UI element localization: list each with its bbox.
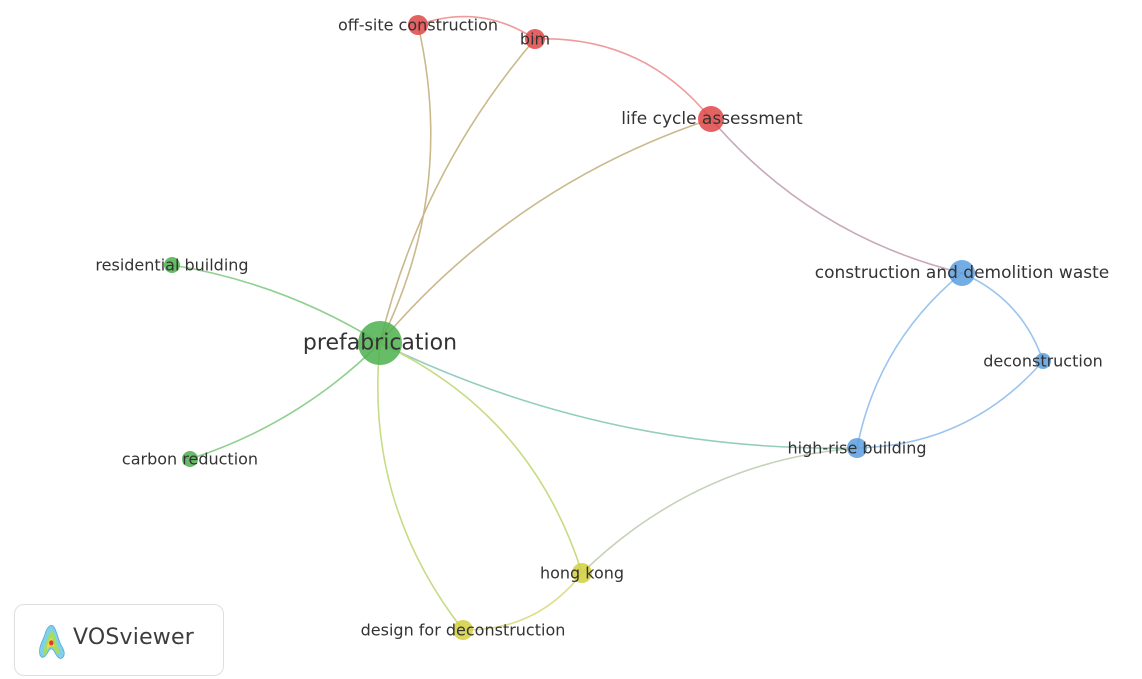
vosviewer-logo-icon (39, 625, 65, 659)
node-deconstruction[interactable] (1035, 353, 1051, 369)
node-construction-and-demolition-waste[interactable] (949, 260, 975, 286)
node-label-hong-kong[interactable]: hong kong (540, 564, 624, 583)
node-hong-kong[interactable] (572, 563, 592, 583)
node-label-residential-building[interactable]: residential building (95, 256, 248, 275)
link-prefabrication-hong-kong[interactable] (379, 342, 583, 574)
node-label-carbon-reduction[interactable]: carbon reduction (122, 450, 258, 469)
node-residential-building[interactable] (164, 257, 180, 273)
node-high-rise-building[interactable] (847, 438, 867, 458)
vosviewer-badge: VOSviewer (14, 604, 224, 676)
node-bim[interactable] (525, 29, 545, 49)
link-construction-and-demolition-waste-deconstruction[interactable] (961, 272, 1044, 362)
node-label-bim[interactable]: bim (520, 30, 550, 49)
link-life-cycle-assessment-construction-and-demolition-waste[interactable] (710, 118, 963, 274)
node-label-off-site-construction[interactable]: off-site construction (338, 16, 498, 35)
node-label-deconstruction[interactable]: deconstruction (983, 352, 1103, 371)
node-carbon-reduction[interactable] (182, 451, 198, 467)
node-design-for-deconstruction[interactable] (453, 620, 473, 640)
link-high-rise-building-hong-kong[interactable] (581, 447, 858, 574)
node-label-life-cycle-assessment[interactable]: life cycle assessment (621, 109, 803, 129)
node-label-high-rise-building[interactable]: high-rise building (787, 439, 926, 458)
link-prefabrication-life-cycle-assessment[interactable] (379, 118, 712, 344)
node-label-construction-and-demolition-waste[interactable]: construction and demolition waste (815, 263, 1109, 283)
link-prefabrication-carbon-reduction[interactable] (189, 342, 381, 460)
link-prefabrication-residential-building[interactable] (171, 264, 381, 344)
label-layer: prefabrication residential building carbon… (95, 16, 1109, 640)
brand-name: VOSviewer (73, 625, 194, 650)
link-layer (171, 15, 1044, 631)
link-bim-life-cycle-assessment[interactable] (534, 38, 712, 120)
link-prefabrication-bim[interactable] (379, 38, 536, 344)
node-off-site-construction[interactable] (408, 15, 428, 35)
link-deconstruction-high-rise-building[interactable] (856, 360, 1044, 449)
node-layer (164, 15, 1051, 640)
link-construction-and-demolition-waste-high-rise-building[interactable] (856, 272, 963, 449)
node-life-cycle-assessment[interactable] (698, 106, 724, 132)
link-prefabrication-off-site-construction[interactable] (379, 24, 432, 344)
node-prefabrication[interactable] (358, 321, 402, 365)
node-label-design-for-deconstruction[interactable]: design for deconstruction (361, 621, 566, 640)
link-prefabrication-design-for-deconstruction[interactable] (377, 342, 464, 631)
link-prefabrication-high-rise-building[interactable] (379, 342, 858, 449)
node-label-prefabrication[interactable]: prefabrication (303, 331, 457, 356)
link-hong-kong-design-for-deconstruction[interactable] (462, 572, 583, 631)
link-off-site-construction-bim[interactable] (417, 15, 536, 40)
